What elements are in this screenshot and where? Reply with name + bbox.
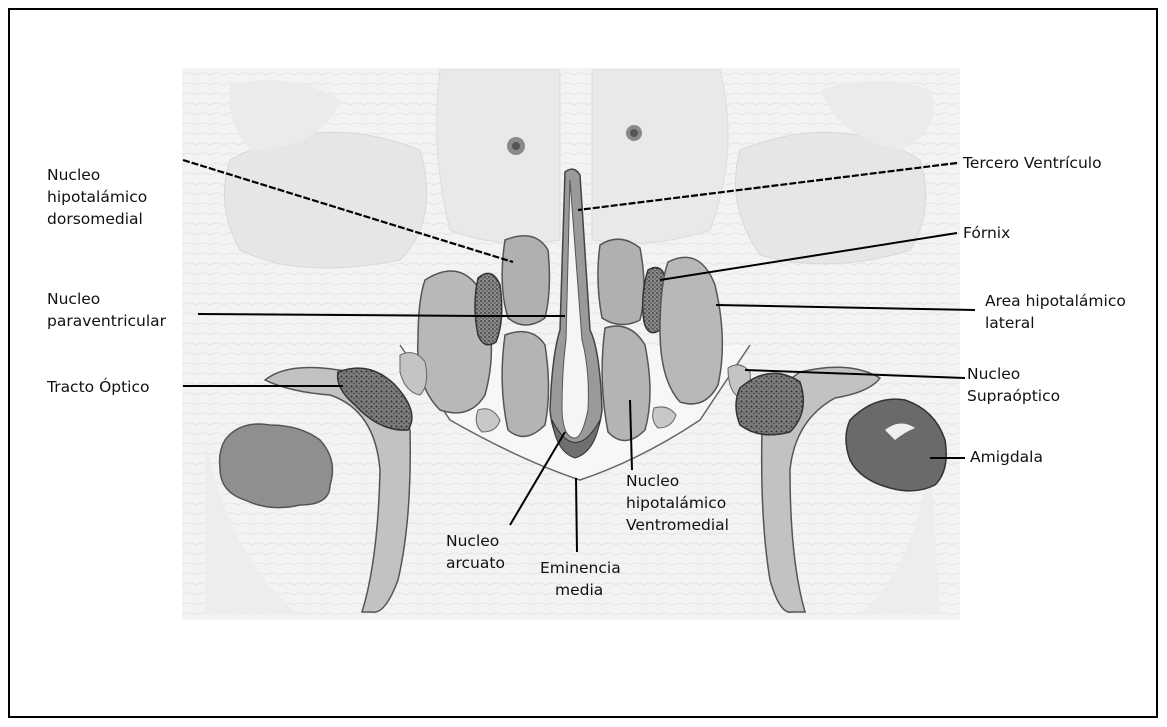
label-amigdala: Amigdala: [970, 448, 1043, 466]
label-supraoptico: Nucleo Supraóptico: [967, 365, 1060, 405]
label-fornix: Fórnix: [963, 224, 1010, 242]
label-tracto-optico: Tracto Óptico: [46, 377, 150, 396]
label-dorsomedial: Nucleo hipotalámico dorsomedial: [47, 166, 152, 228]
leader-eminencia: [576, 478, 577, 552]
label-tercero-ventriculo: Tercero Ventrículo: [962, 154, 1102, 172]
label-area-lateral: Area hipotalámico lateral: [985, 292, 1131, 332]
label-paraventricular: Nucleo paraventricular: [47, 290, 167, 330]
